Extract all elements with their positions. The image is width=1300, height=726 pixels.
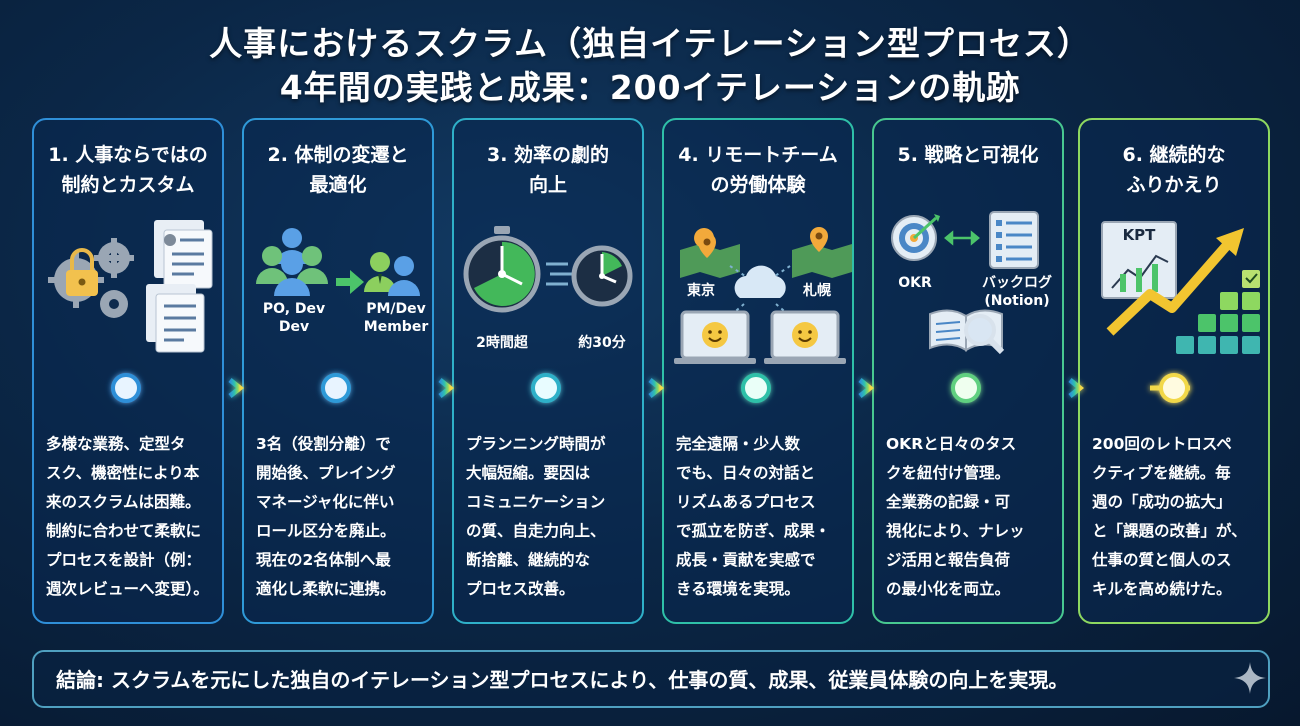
title-line-2: 4年間の実践と成果：200イテレーションの軌跡 [279, 68, 1021, 107]
step-title: 2. 体制の変遷と 最適化 [267, 144, 409, 196]
label-backlog: バックログ (Notion) [982, 275, 1052, 309]
step-body: 多様な業務、定型タ スク、機密性により本 来のスクラムは困難。 制約に合わせて柔… [46, 435, 209, 598]
step-card-3: 3. 効率の劇的 向上 2時間超 約30分 プランニング時間が 大幅短縮。要因は… [452, 118, 644, 624]
title-line-1: 人事におけるスクラム（独自イテレーション型プロセス） [209, 24, 1091, 63]
step-title: 6. 継続的な ふりかえり [1122, 144, 1226, 196]
timeline-node-6 [1159, 373, 1189, 403]
map-pin-icon [680, 227, 852, 278]
sparkle-icon [1234, 662, 1266, 694]
pair-icon [364, 252, 420, 296]
label-sapporo: 札幌 [803, 283, 831, 299]
laptop-smile-icon [674, 310, 846, 364]
timeline-node-3 [531, 373, 561, 403]
timeline-node-1 [111, 373, 141, 403]
conclusion-text: 結論: スクラムを元にした独自のイテレーション型プロセスにより、仕事の質、成果、… [56, 668, 1069, 692]
step-body: 200回のレトロスペ クティブを継続。毎 週の「成功の拡大」 と「課題の改善」が… [1092, 435, 1247, 598]
checklist-icon [989, 211, 1039, 269]
step-card-2: 2. 体制の変遷と 最適化 [242, 118, 434, 624]
timeline-node-5 [951, 373, 981, 403]
step-body: 3名（役割分離）で 開始後、プレイング マネージャ化に伴い ロール区分を廃止。 … [256, 435, 396, 598]
label-before: 2時間超 [476, 335, 528, 351]
team-icon [256, 228, 328, 296]
growth-arrow-icon [1106, 228, 1244, 336]
stopwatch-icon [463, 226, 541, 313]
step-illustration: 2時間超 約30分 [454, 208, 642, 408]
step-illustration: PO, Dev Dev PM/Dev Member [244, 208, 432, 408]
step-title: 5. 戦略と可視化 [897, 144, 1039, 166]
step-title: 3. 効率の劇的 向上 [486, 144, 610, 196]
step-body: OKRと日々のタス クを紐付け管理。 全業務の記録・可 視化により、ナレッ ジ活… [886, 435, 1025, 598]
kpt-board-icon [1101, 221, 1177, 299]
timeline-node-4 [741, 373, 771, 403]
step-body: 完全遠隔・少人数 でも、日々の対話と リズムあるプロセス で孤立を防ぎ、成果・ … [676, 435, 831, 598]
timeline-arrows [142, 378, 1190, 398]
step-illustration [34, 208, 222, 408]
timeline [111, 373, 1190, 403]
label-before: PO, Dev Dev [262, 301, 326, 335]
step-illustration: KPT [1080, 208, 1268, 408]
step-body: プランニング時間が 大幅短縮。要因は コミュニケーション の質、自走力向上、 断… [466, 435, 606, 598]
step-card-4: 4. リモートチーム の労働体験 [662, 118, 854, 624]
conclusion-box: 結論: スクラムを元にした独自のイテレーション型プロセスにより、仕事の質、成果、… [32, 650, 1270, 708]
label-okr: OKR [898, 275, 932, 291]
step-title: 1. 人事ならではの 制約とカスタム [48, 144, 208, 196]
page-title: 人事におけるスクラム（独自イテレーション型プロセス） 4年間の実践と成果：200… [0, 22, 1300, 110]
bar-steps-icon [1176, 270, 1260, 354]
documents-icon [146, 220, 213, 353]
label-tokyo: 東京 [687, 283, 715, 299]
step-illustration: OKR バックログ (Notion) [874, 208, 1062, 408]
lock-gears-icon [48, 238, 134, 318]
step-card-6: 6. 継続的な ふりかえり KPT 200回のレトロスペ クティブを継続。毎 週… [1078, 118, 1270, 624]
label-kpt: KPT [1122, 226, 1156, 244]
timeline-node-2 [321, 373, 351, 403]
fast-clock-icon [546, 245, 633, 307]
step-title: 4. リモートチーム の労働体験 [678, 144, 838, 196]
label-after: 約30分 [578, 335, 626, 351]
arrow-right-icon [336, 270, 364, 294]
step-card-1: 1. 人事ならではの 制約とカスタム [32, 118, 224, 624]
step-card-5: 5. 戦略と可視化 [872, 118, 1064, 624]
book-magnifier-icon [929, 309, 1005, 355]
label-after: PM/Dev Member [363, 301, 429, 335]
target-icon [891, 214, 980, 261]
step-illustration: 東京 札幌 [664, 208, 852, 408]
